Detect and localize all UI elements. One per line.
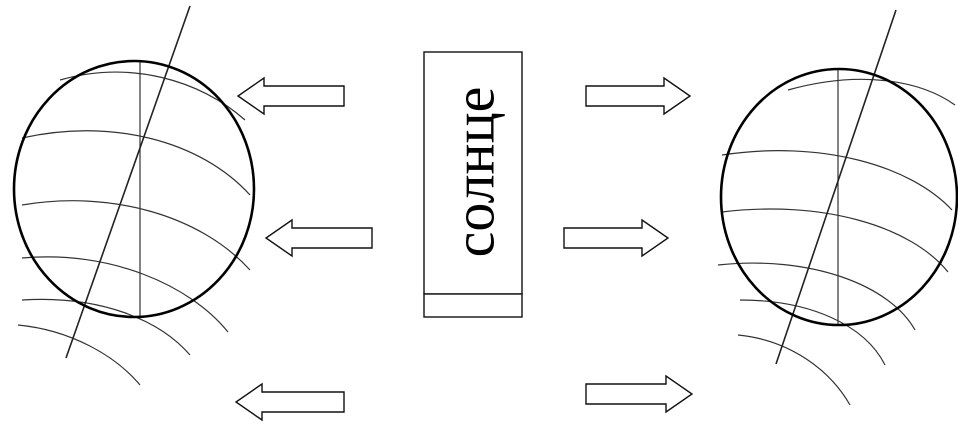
right-arrow-top (585, 76, 692, 116)
right-arrows (563, 76, 694, 414)
left-arrows (234, 76, 373, 422)
sun-base (423, 293, 523, 318)
right-latitude-arc (717, 262, 916, 331)
left-latitude-arc (21, 256, 229, 333)
left-latitude-arc (17, 324, 141, 386)
sun-label: солнце (442, 87, 507, 258)
left-arrow-top (236, 76, 345, 116)
sun-block: солнце (423, 51, 523, 318)
left-globe (12, 5, 256, 386)
right-globe-outline (719, 67, 958, 327)
left-arrow-bottom (234, 382, 345, 422)
left-latitude-arc (59, 71, 246, 121)
right-latitude-arc (721, 208, 949, 273)
right-latitude-arc (737, 334, 851, 406)
right-globe (717, 9, 958, 406)
left-latitude-arc (21, 200, 251, 271)
right-latitude-arc (739, 299, 886, 366)
left-rotation-axis (65, 5, 191, 359)
left-latitude-arc (21, 130, 251, 196)
right-rotation-axis (775, 9, 897, 365)
left-arrow-middle (264, 218, 373, 258)
right-arrow-middle (563, 218, 670, 258)
left-globe-outline (12, 59, 256, 319)
right-latitude-arc (721, 150, 953, 211)
left-latitude-arc (21, 298, 191, 356)
right-arrow-bottom (585, 374, 694, 414)
